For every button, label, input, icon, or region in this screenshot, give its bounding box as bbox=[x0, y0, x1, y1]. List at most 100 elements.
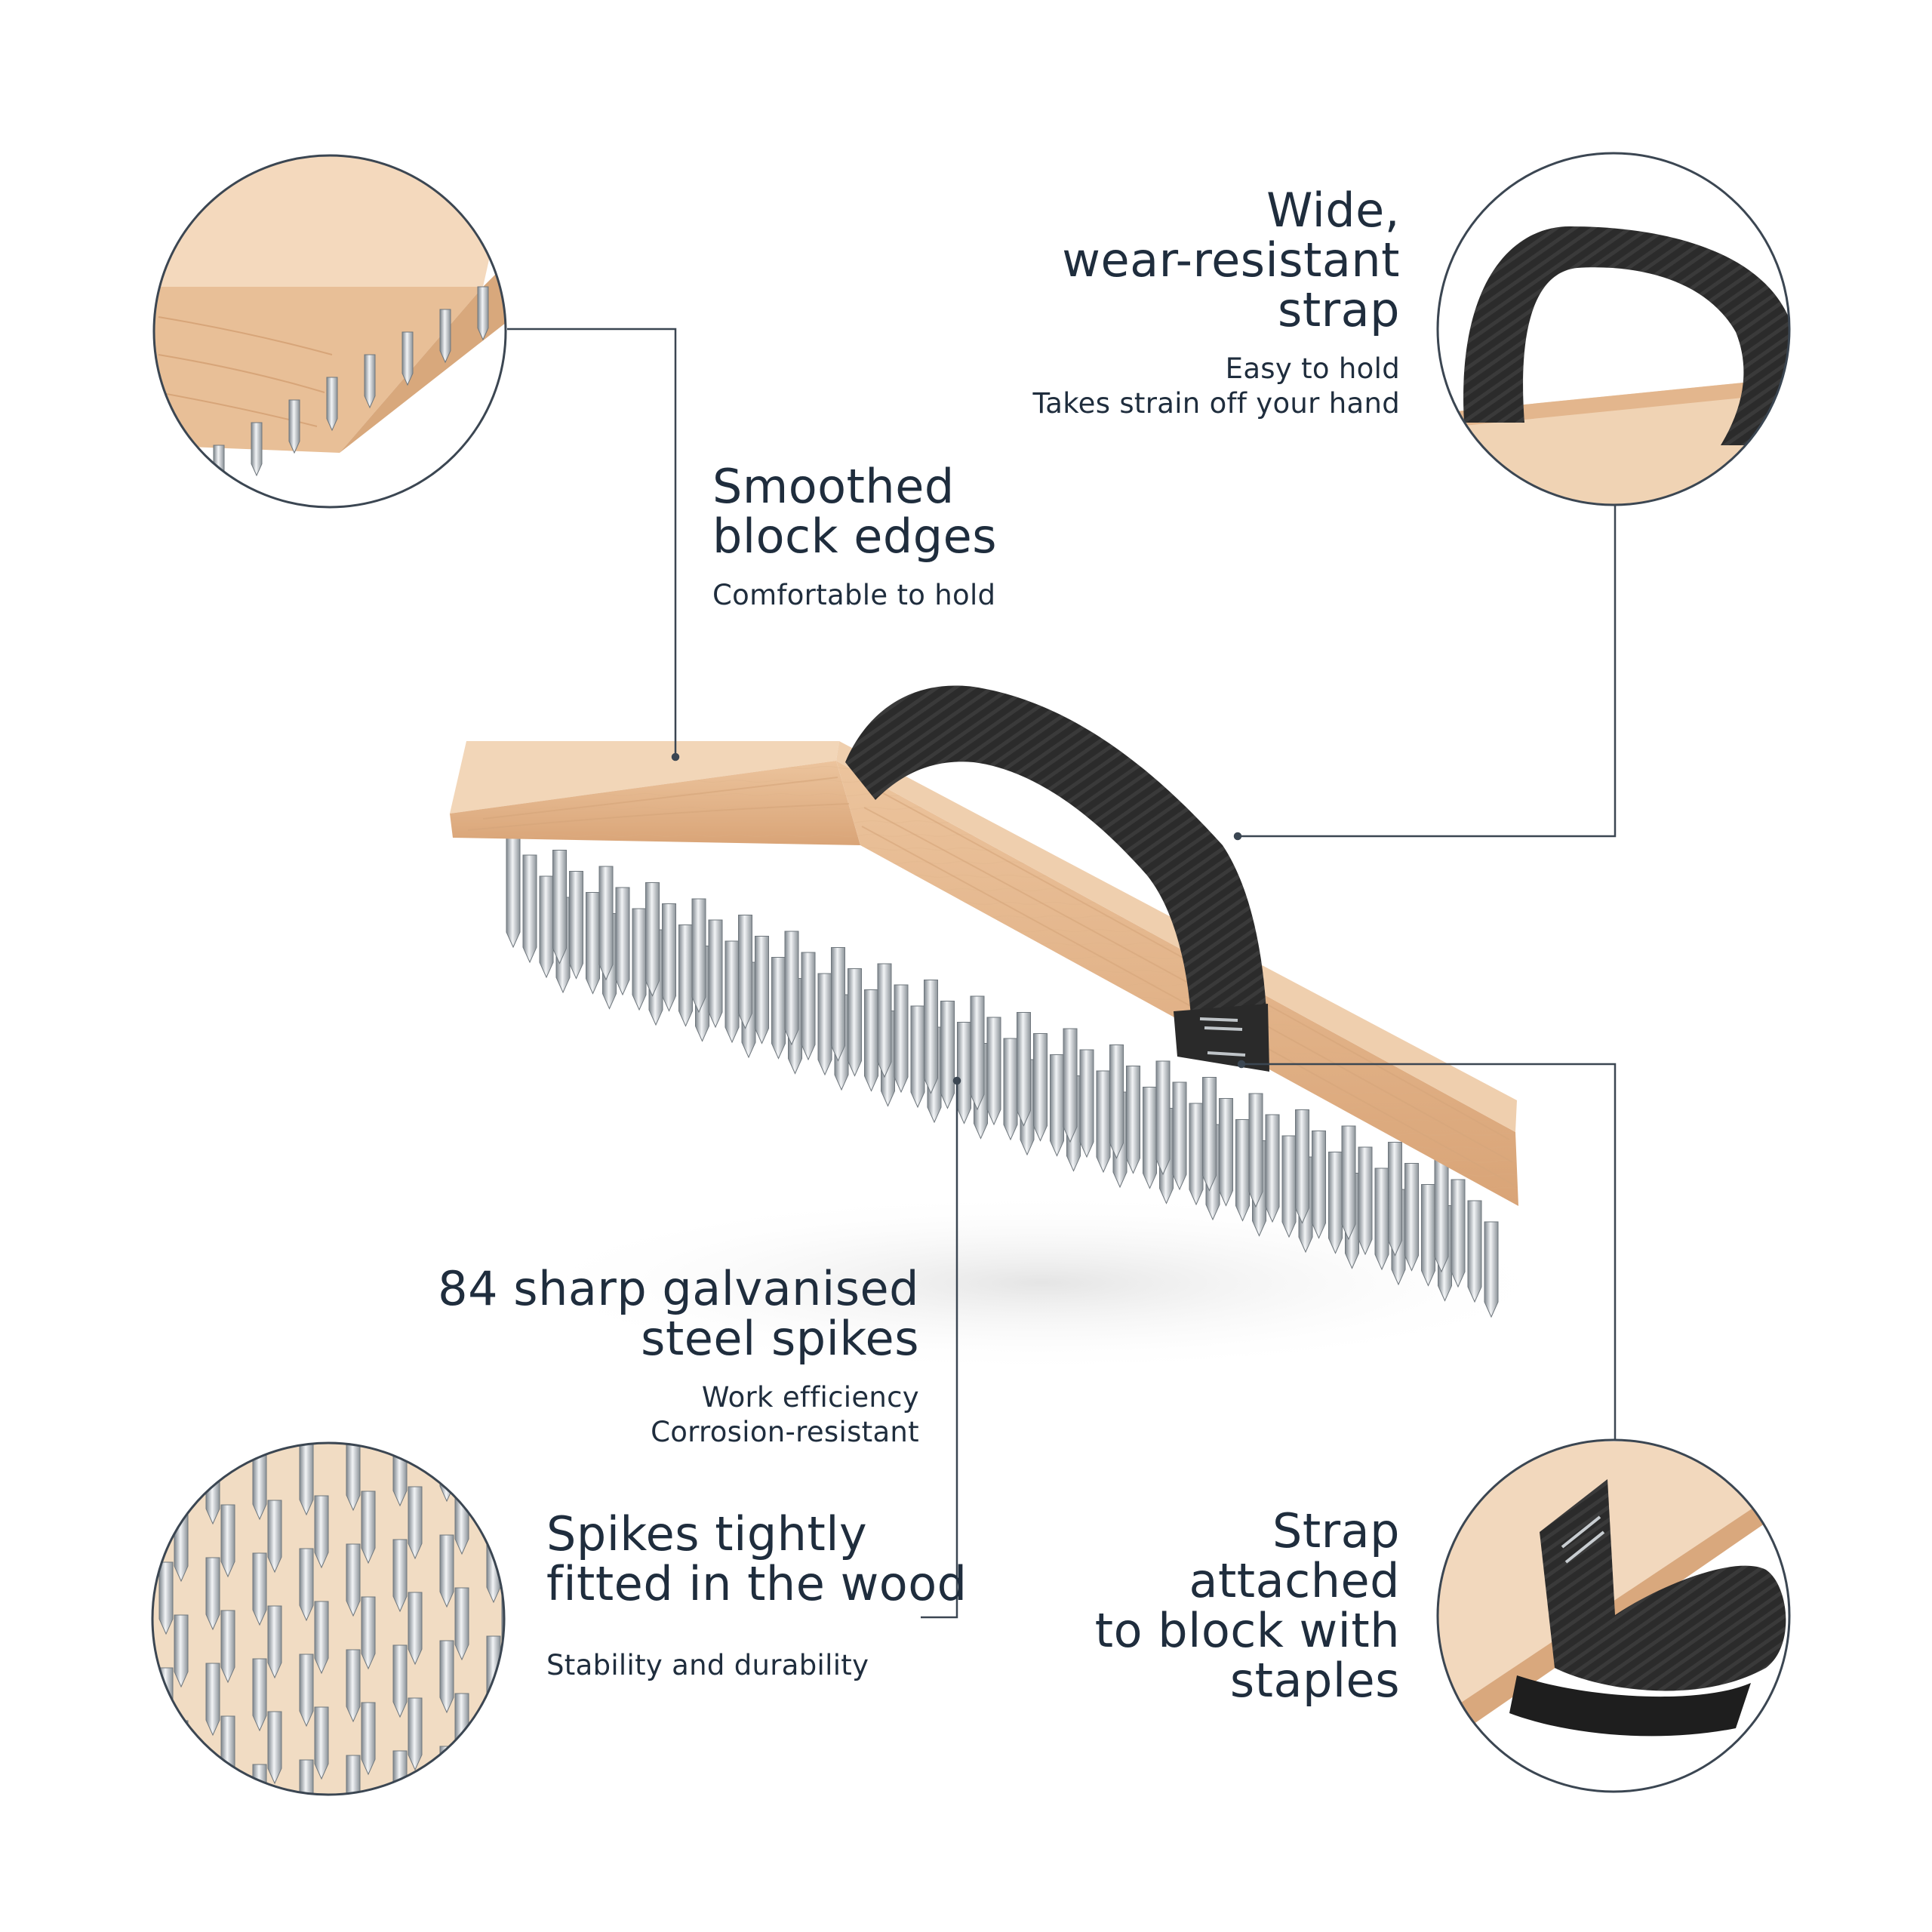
connector-edges bbox=[507, 328, 677, 757]
spike bbox=[205, 1768, 220, 1795]
spike bbox=[1404, 1163, 1419, 1272]
spike bbox=[174, 1614, 189, 1688]
spike bbox=[501, 1477, 504, 1551]
spike bbox=[1189, 1103, 1204, 1206]
feature-fitted: Spikes tightly fitted in the wood Stabil… bbox=[546, 1509, 968, 1683]
spike bbox=[1312, 1131, 1326, 1239]
spike bbox=[708, 919, 723, 1029]
spike bbox=[314, 1495, 329, 1569]
spike bbox=[1079, 1049, 1094, 1158]
feature-strap-heading: Wide, wear-resistant strap bbox=[1033, 186, 1401, 335]
spike bbox=[346, 1649, 361, 1723]
spike bbox=[220, 1504, 235, 1578]
spike bbox=[691, 898, 706, 1014]
spike bbox=[1126, 1066, 1140, 1174]
spike bbox=[299, 1654, 314, 1727]
spike bbox=[158, 1667, 174, 1741]
spike bbox=[848, 968, 862, 1077]
spike bbox=[1248, 1093, 1263, 1208]
spike-array bbox=[506, 833, 1499, 1318]
spike bbox=[158, 1561, 174, 1635]
feature-spikes-heading: 84 sharp galvanised steel spikes bbox=[438, 1264, 919, 1364]
spike bbox=[1202, 1077, 1217, 1192]
spike bbox=[1063, 1028, 1078, 1143]
circle-outline bbox=[1436, 152, 1791, 506]
spike bbox=[1451, 1179, 1466, 1288]
spike bbox=[738, 915, 752, 1029]
spike bbox=[1265, 1114, 1280, 1223]
spike bbox=[205, 1451, 220, 1525]
spike bbox=[970, 995, 985, 1111]
spike bbox=[205, 1663, 220, 1737]
spike bbox=[205, 1557, 220, 1631]
spike bbox=[439, 309, 451, 364]
strap-end bbox=[1174, 1004, 1269, 1072]
spike bbox=[439, 1746, 454, 1795]
spike bbox=[361, 1702, 376, 1776]
spike bbox=[267, 1711, 282, 1785]
feature-strap: Wide, wear-resistant strap Easy to hold … bbox=[1033, 186, 1401, 421]
spike bbox=[771, 957, 786, 1060]
spike bbox=[1328, 1152, 1343, 1254]
spike bbox=[632, 908, 647, 1011]
spike bbox=[454, 1693, 469, 1767]
heading-line: Strap bbox=[1272, 1503, 1400, 1558]
spike bbox=[501, 1583, 504, 1657]
spike bbox=[252, 1658, 267, 1732]
spike bbox=[314, 1706, 329, 1780]
heading-line: fitted in the wood bbox=[546, 1556, 968, 1611]
spike bbox=[454, 1481, 469, 1555]
feature-edges-details: Comfortable to hold bbox=[712, 578, 997, 613]
spike bbox=[364, 354, 376, 409]
spike bbox=[506, 833, 521, 949]
spike bbox=[174, 1509, 189, 1583]
spike bbox=[940, 1001, 955, 1109]
block-top-edge bbox=[836, 741, 1517, 1132]
spike bbox=[1434, 1158, 1449, 1273]
heading-line: block edges bbox=[712, 509, 998, 564]
spike bbox=[586, 892, 600, 995]
spike bbox=[439, 1640, 454, 1714]
spike bbox=[408, 1486, 423, 1560]
spike bbox=[1295, 1109, 1309, 1224]
spike bbox=[801, 952, 816, 1061]
connector-lines bbox=[507, 328, 1617, 1619]
spike bbox=[598, 866, 614, 981]
spike bbox=[662, 903, 676, 1012]
spike bbox=[486, 1741, 501, 1795]
heading-line: to block with bbox=[1094, 1603, 1400, 1658]
spike bbox=[864, 989, 878, 1092]
detail-circle-staples bbox=[1438, 1440, 1789, 1792]
spike bbox=[1155, 1060, 1171, 1176]
spike bbox=[1017, 1012, 1031, 1127]
heading-line: 84 sharp galvanised bbox=[438, 1261, 919, 1316]
block-top-face bbox=[450, 741, 839, 814]
spike bbox=[392, 1750, 408, 1795]
spike bbox=[1467, 1200, 1482, 1303]
spike bbox=[1050, 1054, 1064, 1157]
spike bbox=[299, 1443, 314, 1516]
heading-line: attached bbox=[1189, 1553, 1400, 1608]
feature-spikes-details: Work efficiency Corrosion-resistant bbox=[438, 1380, 919, 1450]
spike bbox=[678, 924, 693, 1027]
heading-line: Spikes tightly bbox=[546, 1506, 868, 1561]
spike bbox=[910, 1005, 925, 1109]
spike bbox=[392, 1539, 408, 1613]
heading-line: wear-resistant bbox=[1062, 232, 1400, 288]
staple-marks bbox=[1199, 1017, 1246, 1057]
detail-line: Easy to hold bbox=[1225, 352, 1400, 385]
spike bbox=[1096, 1070, 1111, 1174]
spike bbox=[1374, 1168, 1389, 1271]
spike bbox=[401, 331, 414, 386]
spike bbox=[645, 882, 660, 997]
spike bbox=[1235, 1119, 1250, 1222]
spike bbox=[486, 1635, 501, 1709]
spike bbox=[1484, 1221, 1499, 1318]
spike bbox=[522, 854, 537, 964]
heading-line: staples bbox=[1229, 1653, 1400, 1708]
spike bbox=[346, 1543, 361, 1617]
spike bbox=[158, 1773, 174, 1795]
spike bbox=[326, 377, 338, 432]
spike bbox=[552, 850, 567, 964]
